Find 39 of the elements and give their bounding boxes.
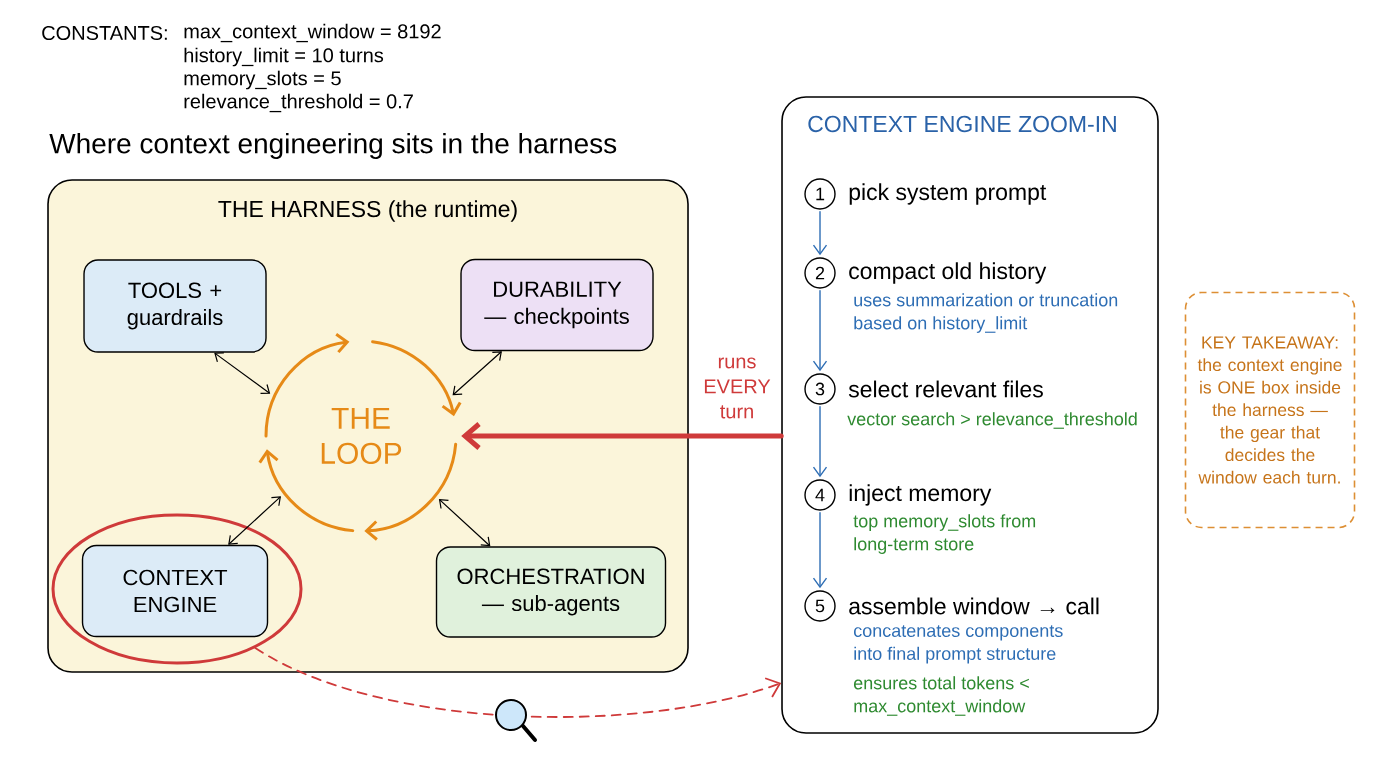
constant-line: relevance_threshold = 0.7: [184, 93, 413, 113]
step-text: inject memory: [849, 484, 992, 506]
step-note: vector search > relevance_threshold: [847, 412, 1137, 429]
step-text: compact old history: [849, 262, 1047, 284]
arrow: [461, 422, 784, 450]
double-arrow: [452, 351, 502, 396]
loop-cycle: THE LOOP: [258, 333, 462, 541]
highlight-ellipse: [51, 513, 303, 665]
component-box: TOOLS + guardrails: [83, 259, 267, 353]
step-number: 3: [804, 373, 836, 405]
step-note: top memory_slots from long-term store: [853, 514, 1036, 554]
edge-label: runs EVERY turn: [702, 356, 772, 420]
step-text: select relevant files: [848, 380, 1043, 398]
double-arrow: [228, 496, 281, 545]
component-box: CONTEXT ENGINE: [81, 544, 269, 638]
step-number: 5: [804, 590, 836, 622]
step-number: 2: [804, 257, 836, 289]
component-box: DURABILITY — checkpoints: [460, 258, 654, 352]
arrow: [812, 290, 828, 372]
step-note: ensures total tokens < max_context_window: [854, 676, 1029, 716]
step-number: 4: [804, 479, 836, 511]
arrow: [812, 211, 828, 256]
double-arrow: [214, 352, 271, 394]
component-box: ORCHESTRATION — sub-agents: [435, 546, 667, 638]
constants-heading: CONSTANTS:: [42, 25, 167, 41]
step-text: pick system prompt: [849, 183, 1047, 205]
step-note: uses summarization or truncation based on history_limit: [854, 293, 1118, 333]
takeaway-note: KEY TAKEAWAY: the context engine is ONE box inside the harness — the gear that decides the window each turn.: [1184, 291, 1356, 529]
constant-line: max_context_window = 8192: [184, 23, 441, 43]
arrow: [812, 406, 828, 478]
double-arrow: [438, 499, 491, 547]
step-text: assemble window → call: [849, 597, 1099, 615]
arrow: [812, 512, 828, 589]
constant-line: memory_slots = 5: [184, 70, 341, 90]
step-number: 1: [804, 178, 836, 210]
constant-line: history_limit = 10 turns: [184, 47, 384, 67]
step-note: concatenates components into final prompt structure: [854, 625, 1063, 664]
title: Where context engineering sits in the harness: [49, 132, 617, 160]
arrow: [254, 647, 782, 718]
